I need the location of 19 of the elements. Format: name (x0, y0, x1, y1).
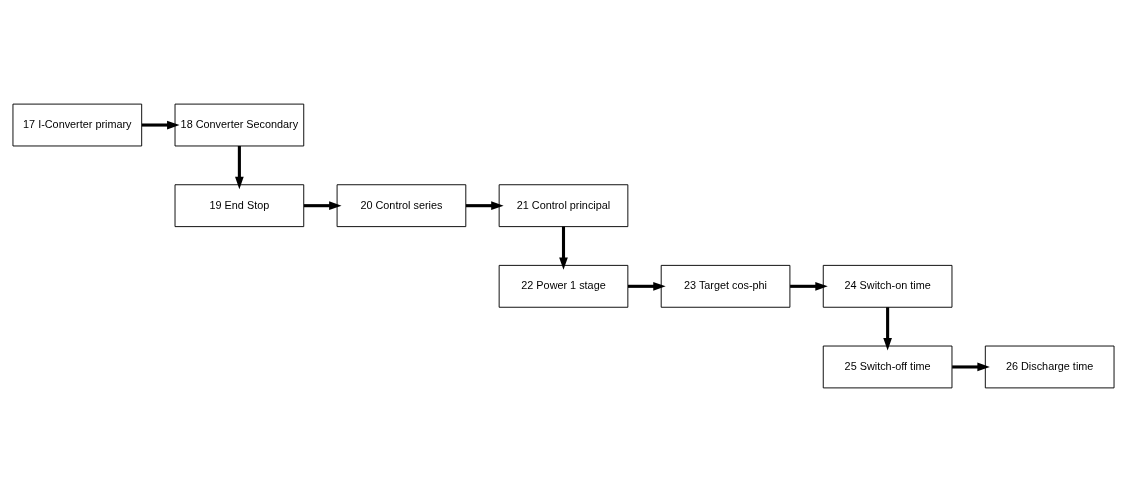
node-box: 23 Target cos-phi (660, 264, 791, 308)
arrow (235, 145, 244, 189)
arrow (303, 200, 342, 210)
node-box: 22 Power 1 stage (498, 264, 629, 308)
node-box: 24 Switch-on time (822, 264, 953, 308)
arrow (465, 200, 504, 210)
node-box: 20 Control series (336, 183, 467, 227)
arrow (559, 226, 568, 270)
node-box: 26 Discharge time (984, 345, 1115, 388)
node-box: 17 I-Converter primary (12, 103, 143, 146)
node-box: 21 Control principal (498, 183, 629, 227)
arrow (952, 362, 990, 371)
arrow (628, 281, 666, 291)
arrow (141, 120, 180, 129)
node-box: 19 End Stop (174, 183, 305, 227)
node-box: 18 Converter Secondary (174, 103, 305, 146)
arrow (883, 306, 892, 350)
arrow (790, 281, 828, 291)
node-box: 25 Switch-off time (822, 345, 953, 388)
